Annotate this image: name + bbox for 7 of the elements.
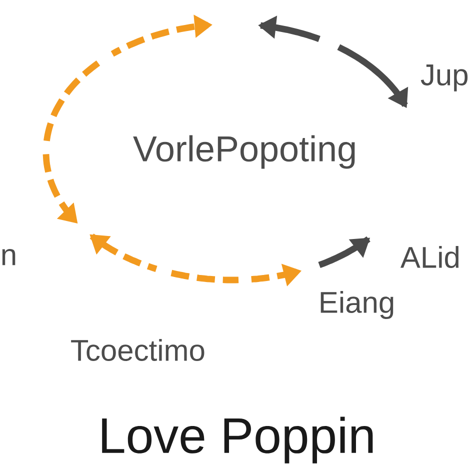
cycle-label: Jup <box>420 64 468 92</box>
cycle-label: VorlePopoting <box>133 135 355 169</box>
cycle-label: Tcoectimo <box>71 338 204 361</box>
cycle-label: n <box>2 248 16 266</box>
title: Love Poppin <box>102 416 373 464</box>
cycle-label: ALid <box>400 246 458 268</box>
cycle-label: Eiang <box>320 291 394 319</box>
